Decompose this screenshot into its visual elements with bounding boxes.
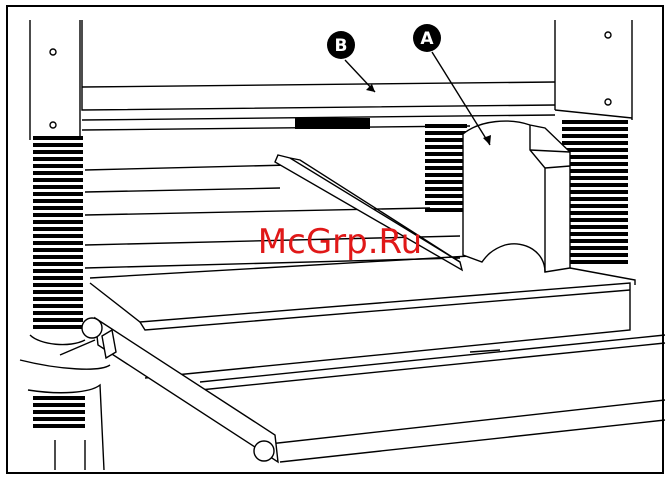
right-column-spring: [562, 122, 628, 262]
callout-b-letter: B: [335, 36, 348, 56]
left-lower-spring: [33, 398, 85, 426]
callout-a-letter: A: [420, 29, 434, 49]
housing-slot: [295, 118, 370, 129]
extension-arm: [60, 318, 278, 462]
center-spring: [425, 126, 467, 210]
depth-stop-block: [463, 121, 570, 272]
planer-table: [90, 155, 665, 462]
callout-b: B: [327, 31, 375, 92]
cutter-head-housing: [82, 20, 555, 130]
watermark-text: McGrp.Ru: [258, 222, 422, 262]
left-column-spring: [33, 138, 83, 327]
